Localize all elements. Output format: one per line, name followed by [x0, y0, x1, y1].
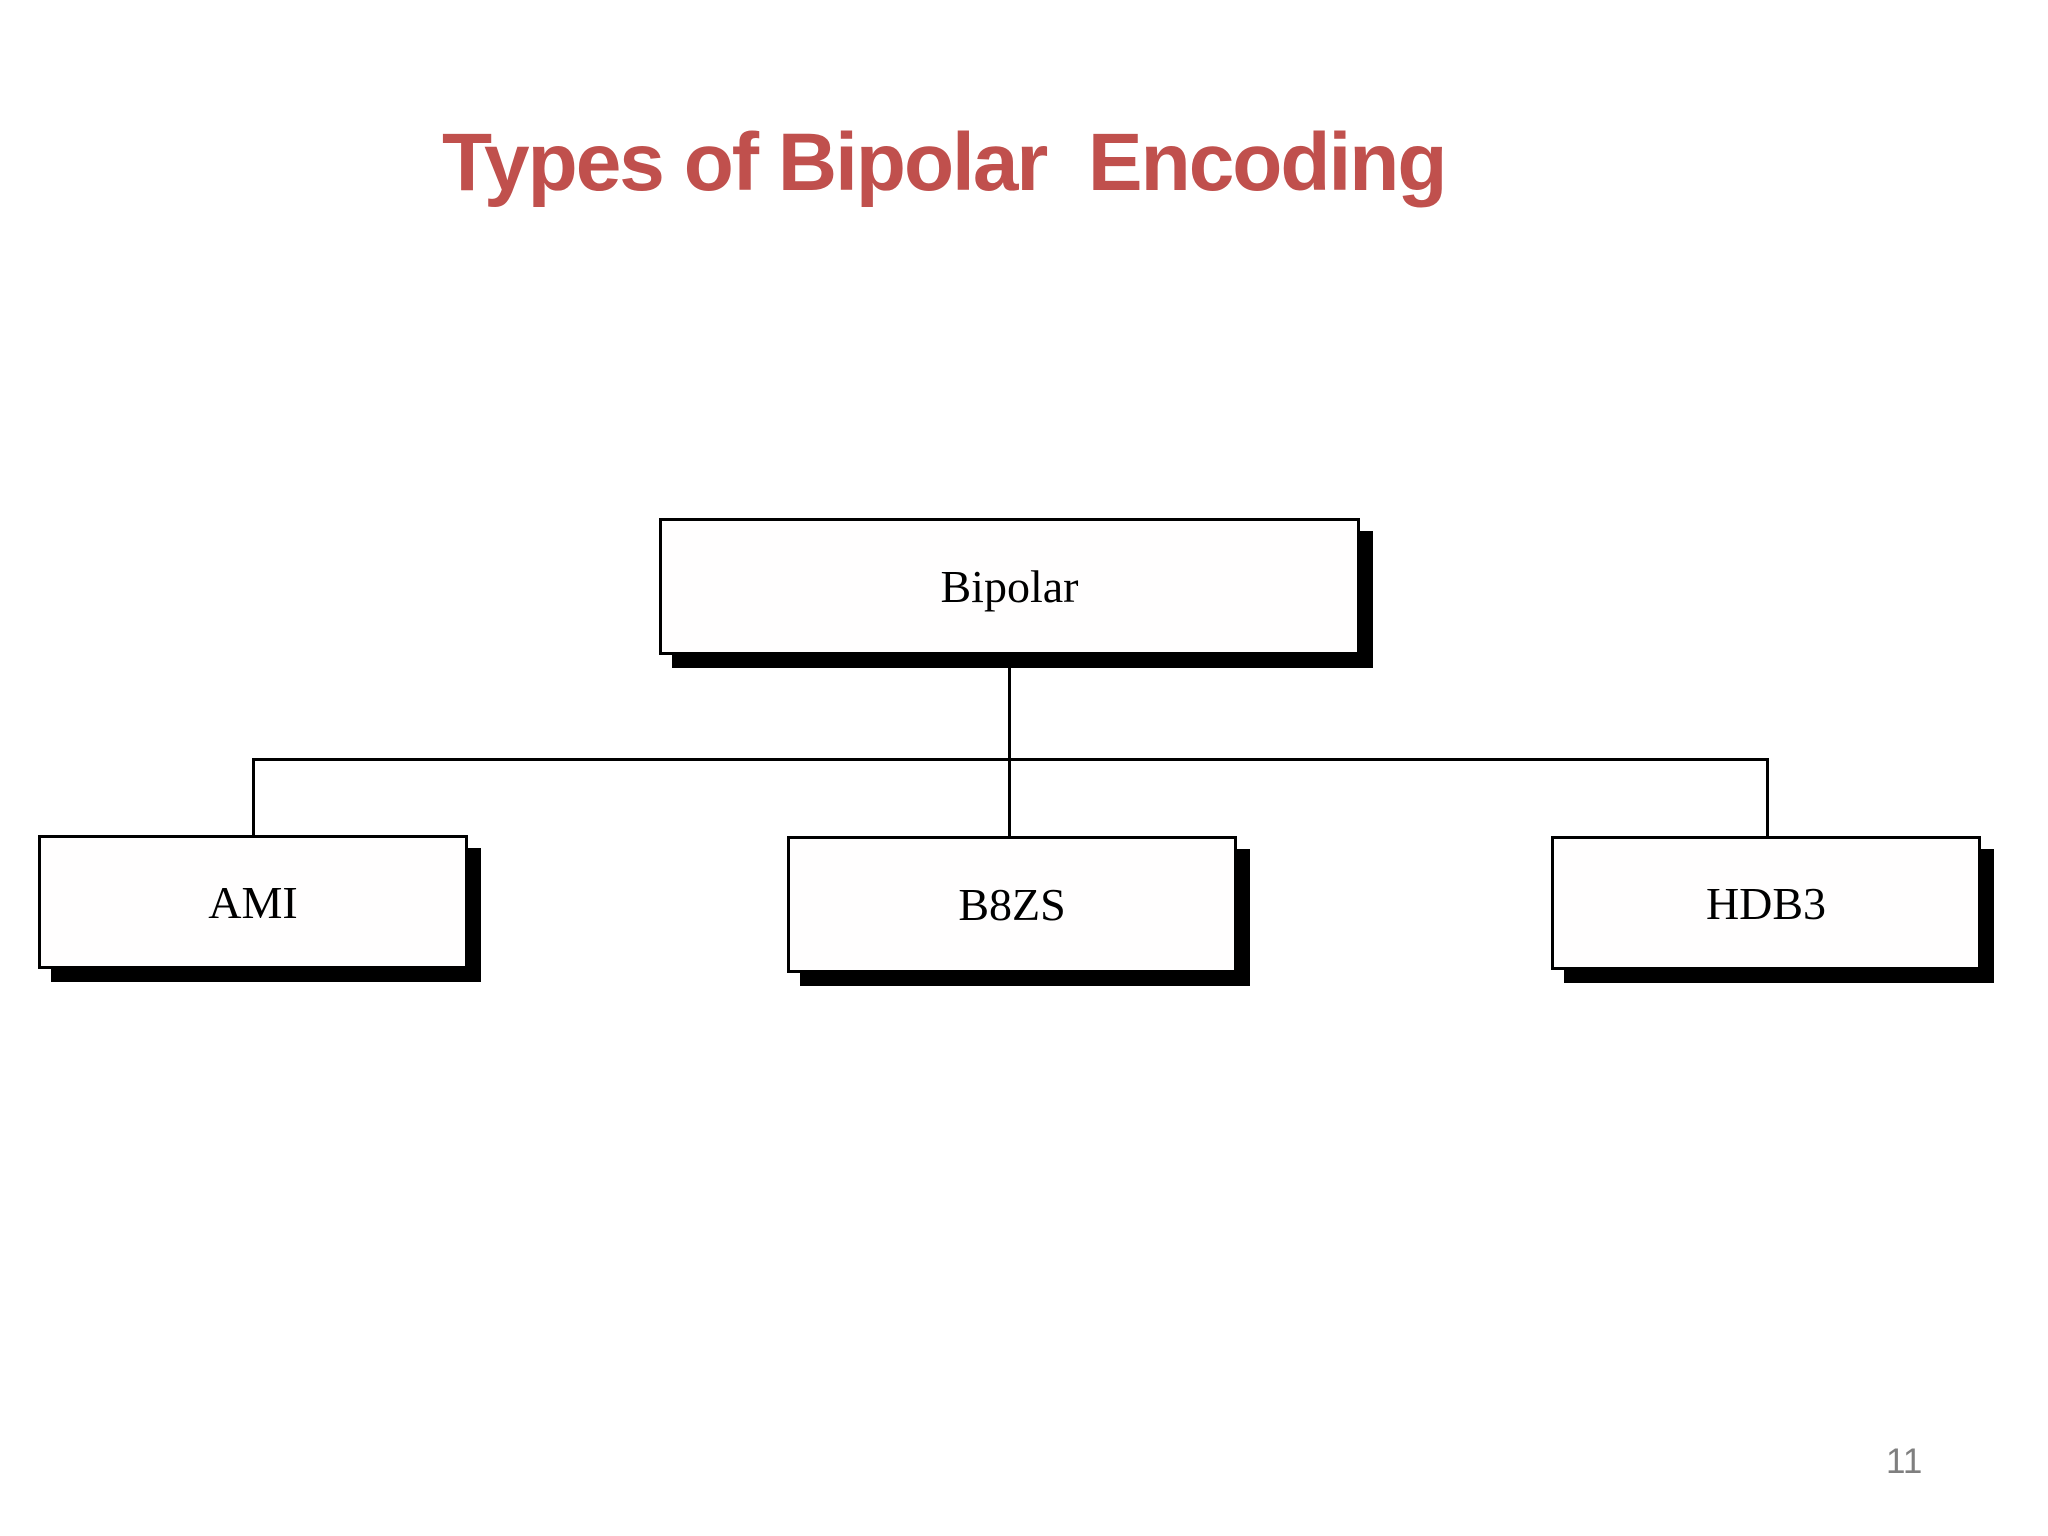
connector-hdb3-stub [1766, 758, 1769, 836]
page-number: 11 [1886, 1442, 1923, 1481]
node-ami-label: AMI [208, 876, 298, 928]
node-bipolar: Bipolar [659, 518, 1360, 655]
node-b8zs-label: B8ZS [958, 879, 1066, 930]
node-bipolar-label: Bipolar [940, 561, 1079, 612]
slide-title: Types of Bipolar Encoding [442, 117, 1447, 208]
connector-ami-stub [252, 758, 255, 835]
connector-root-stub [1008, 655, 1011, 761]
node-b8zs: B8ZS [787, 836, 1237, 973]
node-hdb3-label: HDB3 [1705, 877, 1827, 929]
connector-b8zs-stub [1008, 758, 1011, 836]
node-hdb3: HDB3 [1551, 836, 1981, 970]
node-ami: AMI [38, 835, 468, 969]
